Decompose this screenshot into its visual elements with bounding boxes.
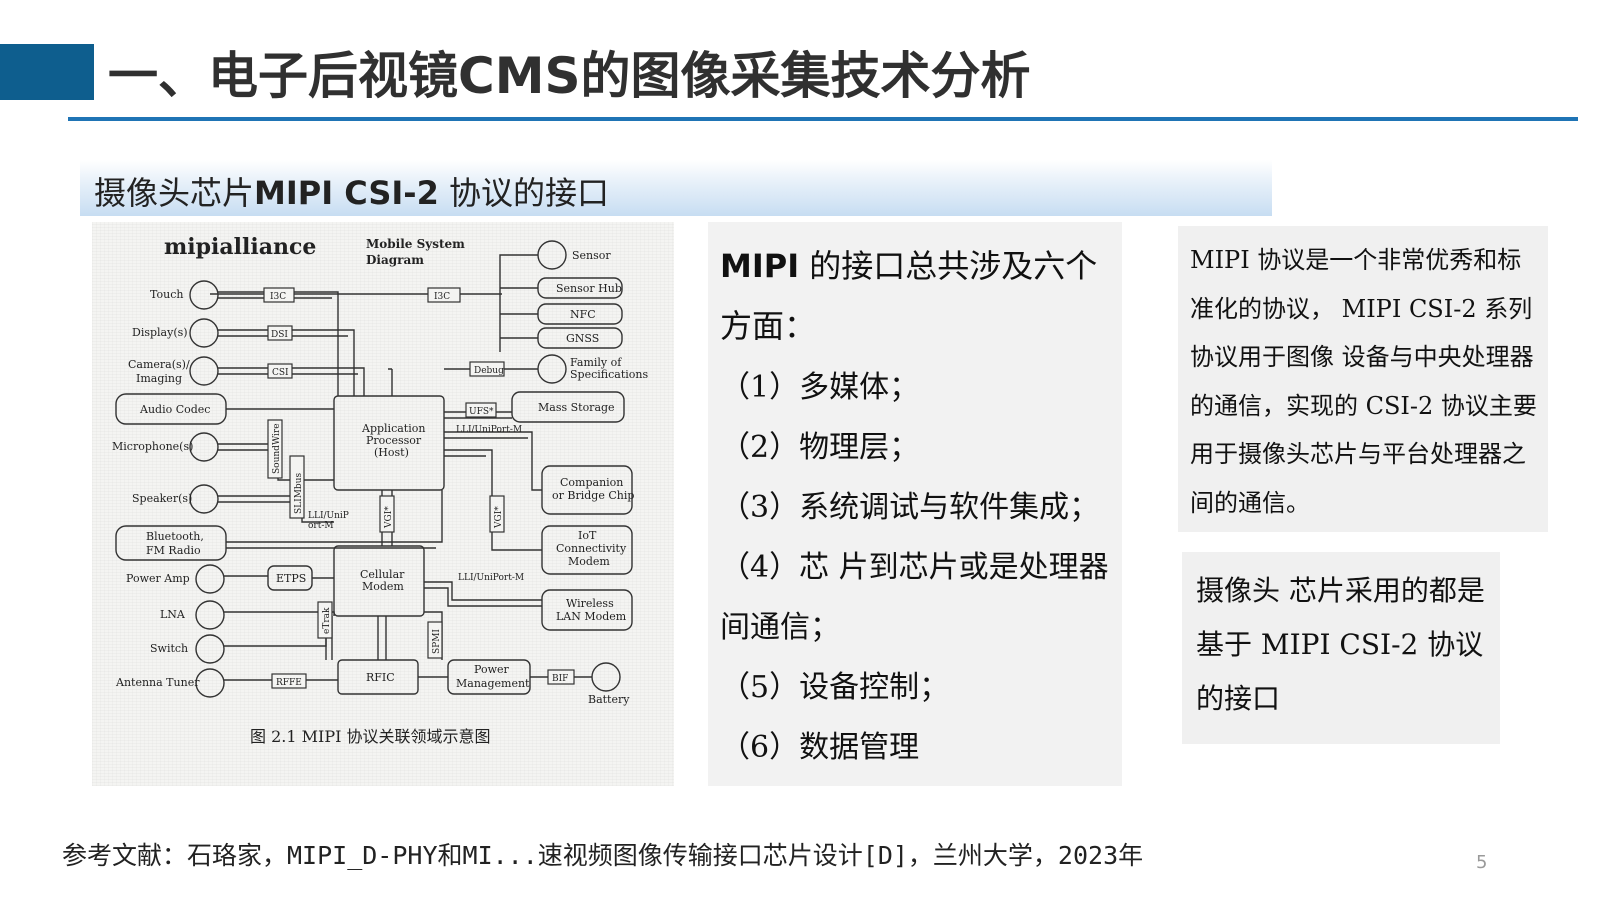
iface-rffe: RFFE — [276, 678, 302, 688]
iface-spmi: SPMI — [432, 629, 442, 654]
label-bridge-chip: or Bridge Chip — [552, 489, 634, 502]
label-lna: LNA — [160, 608, 186, 621]
diagram-svg: mipialliance Mobile System Diagram Touch… — [112, 234, 648, 746]
label-battery: Battery — [588, 693, 630, 706]
label-companion: Companion — [560, 476, 623, 489]
aspects-heading: MIPI 的接口总共涉及六个方面： — [720, 236, 1112, 356]
iface-lli-1: LLI/UniPort-M — [456, 425, 522, 435]
label-sensor-hub: Sensor Hub — [556, 282, 622, 295]
figure-title-1: Mobile System — [366, 237, 465, 251]
label-microphone: Microphone(s) — [112, 440, 193, 453]
title-accent-bar — [0, 44, 94, 100]
block-app-2: Processor — [366, 434, 422, 447]
iface-csi: CSI — [272, 368, 289, 378]
label-lan-modem: LAN Modem — [556, 610, 627, 623]
list-item: （3）系统调试与软件集成； — [720, 490, 1100, 525]
list-item: （2）物理层； — [720, 430, 920, 465]
interface-aspects-panel: MIPI 的接口总共涉及六个方面： （1）多媒体； （2）物理层； （3）系统调… — [708, 222, 1122, 786]
iface-vgi-1: VGI* — [384, 506, 394, 529]
subtitle-band: 摄像头芯片MIPI CSI-2 协议的接口 — [80, 160, 1272, 216]
list-item: （1）多媒体； — [720, 370, 920, 405]
slide-title: 一、电子后视镜CMS的图像采集技术分析 — [108, 47, 1031, 105]
subtitle-bold: MIPI CSI-2 — [254, 174, 439, 212]
block-power-1: Power — [474, 663, 510, 676]
reference-citation: 参考文献：石珞家，MIPI_D-PHY和MI...速视频图像传输接口芯片设计[D… — [62, 841, 1144, 870]
label-bluetooth: Bluetooth, — [146, 530, 204, 543]
block-etps: ETPS — [276, 572, 306, 585]
aspects-heading-text: 的接口总共涉及六个方面： — [720, 247, 1098, 345]
iface-i3c-1: I3C — [270, 292, 286, 302]
figure-title-2: Diagram — [366, 253, 424, 267]
iface-i3c-2: I3C — [434, 292, 450, 302]
list-item: （5）设备控制； — [720, 670, 950, 705]
iface-soundwire: SoundWire — [272, 423, 282, 474]
label-fm-radio: FM Radio — [146, 544, 201, 557]
subtitle-prefix: 摄像头芯片 — [94, 174, 255, 212]
label-antenna-tuner: Antenna Tuner — [115, 676, 200, 689]
iface-bif: BIF — [552, 674, 568, 684]
label-touch: Touch — [150, 288, 183, 301]
iface-debug: Debug — [474, 366, 504, 376]
camera-interface-note: 摄像头 芯片采用的都是基于 MIPI CSI-2 协议的接口 — [1196, 574, 1485, 715]
label-power-amp: Power Amp — [126, 572, 190, 585]
block-app-3: (Host) — [374, 446, 409, 459]
label-gnss: GNSS — [566, 332, 599, 345]
iface-etrak: eTrak — [322, 607, 332, 634]
camera-interface-box: 摄像头 芯片采用的都是基于 MIPI CSI-2 协议的接口 — [1182, 552, 1500, 744]
aspects-heading-bold: MIPI — [720, 247, 800, 285]
subtitle-suffix: 协议的接口 — [438, 174, 610, 212]
label-wireless: Wireless — [566, 597, 614, 610]
label-mass-storage: Mass Storage — [538, 401, 615, 414]
iface-vgi-2: VGI* — [494, 506, 504, 529]
label-imaging: Imaging — [136, 372, 182, 385]
protocol-description: MIPI 协议是一个非常优秀和标准化的协议， MIPI CSI-2 系列协议用于… — [1190, 246, 1537, 517]
label-sensor: Sensor — [572, 249, 611, 262]
iface-lli-2a: LLI/UniP — [308, 511, 349, 521]
label-modem: Modem — [568, 555, 610, 568]
list-item: （6）数据管理 — [720, 730, 920, 765]
label-camera: Camera(s)/ — [128, 358, 190, 371]
block-cellular-2: Modem — [362, 580, 404, 593]
label-nfc: NFC — [570, 308, 596, 321]
iface-lli-2b: ort-M — [308, 521, 334, 531]
label-display: Display(s) — [132, 326, 188, 339]
subtitle: 摄像头芯片MIPI CSI-2 协议的接口 — [94, 168, 609, 214]
title-divider — [68, 117, 1578, 121]
block-cellular-1: Cellular — [360, 568, 405, 581]
block-app-1: Application — [361, 422, 425, 435]
label-speaker: Speaker(s) — [132, 492, 192, 505]
label-specifications: Specifications — [570, 368, 648, 381]
label-iot: IoT — [578, 529, 597, 542]
protocol-description-box: MIPI 协议是一个非常优秀和标准化的协议， MIPI CSI-2 系列协议用于… — [1178, 226, 1548, 532]
block-rfic: RFIC — [366, 671, 395, 684]
label-audio-codec: Audio Codec — [139, 403, 210, 416]
mipi-system-diagram: mipialliance Mobile System Diagram Touch… — [92, 222, 674, 786]
figure-logo: mipialliance — [164, 234, 316, 260]
iface-slimbus: SLIMbus — [294, 473, 304, 514]
list-item: （4）芯 片到芯片或是处理器间通信； — [720, 550, 1109, 645]
label-switch: Switch — [150, 642, 188, 655]
iface-dsi: DSI — [271, 330, 288, 340]
aspects-list: （1）多媒体； （2）物理层； （3）系统调试与软件集成； （4）芯 片到芯片或… — [720, 358, 1120, 778]
label-connectivity: Connectivity — [556, 542, 627, 555]
iface-ufs: UFS* — [469, 407, 494, 417]
block-power-2: Management — [456, 677, 530, 690]
figure-caption: 图 2.1 MIPI 协议关联领域示意图 — [250, 727, 491, 746]
page-number: 5 — [1476, 852, 1488, 873]
iface-lli-3: LLI/UniPort-M — [458, 573, 524, 583]
label-family: Family of — [570, 356, 622, 369]
